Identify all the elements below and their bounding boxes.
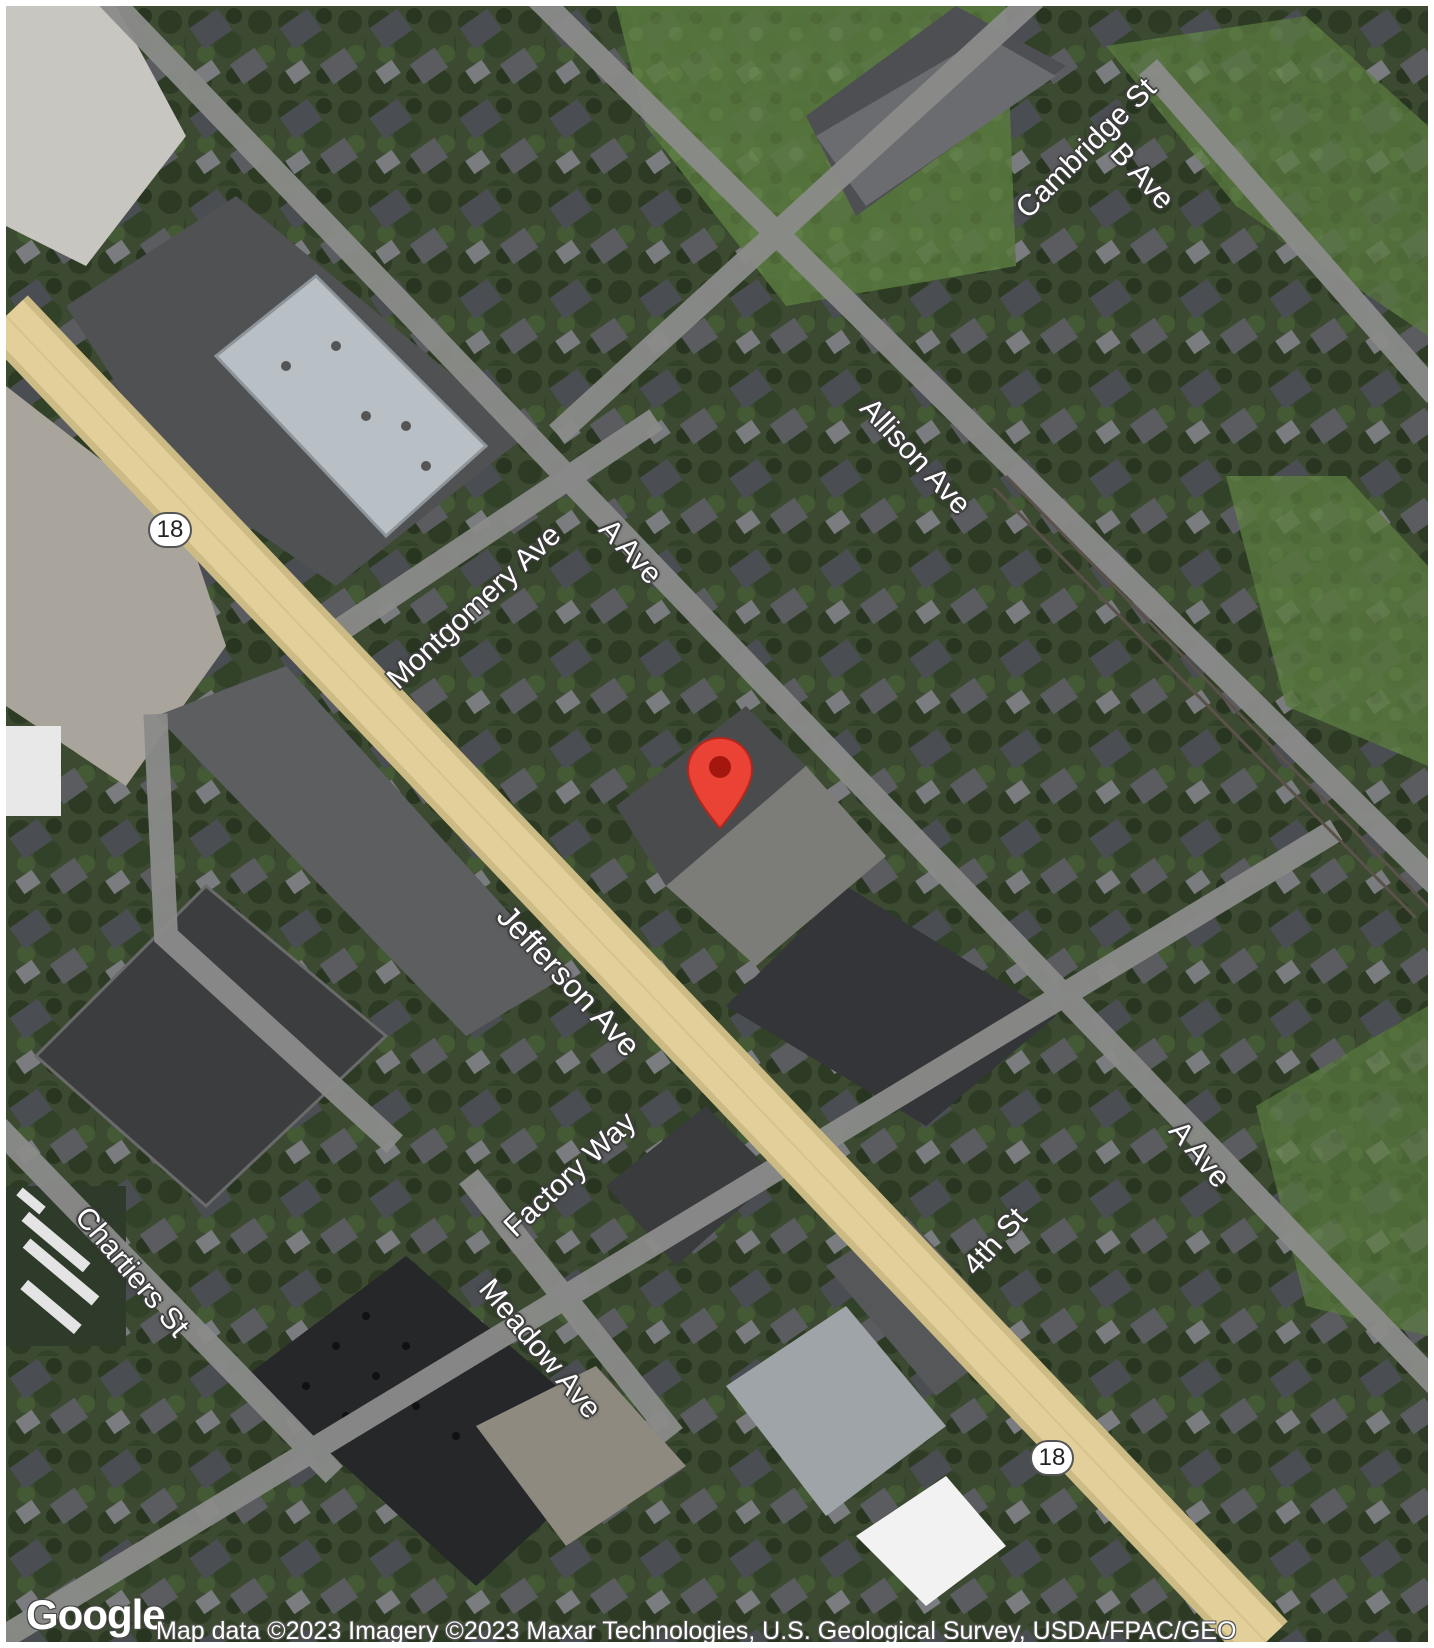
satellite-map[interactable]: Cambridge St B Ave Allison Ave A Ave Mon… [6,6,1428,1642]
route-18-shield-top: 18 [148,512,192,548]
route-18-shield-bottom: 18 [1030,1440,1074,1476]
google-logo[interactable]: Google [26,1591,166,1638]
satellite-imagery [6,6,1428,1642]
location-pin-icon[interactable] [686,736,754,830]
map-attribution: Map data ©2023 Imagery ©2023 Maxar Techn… [156,1617,1237,1642]
